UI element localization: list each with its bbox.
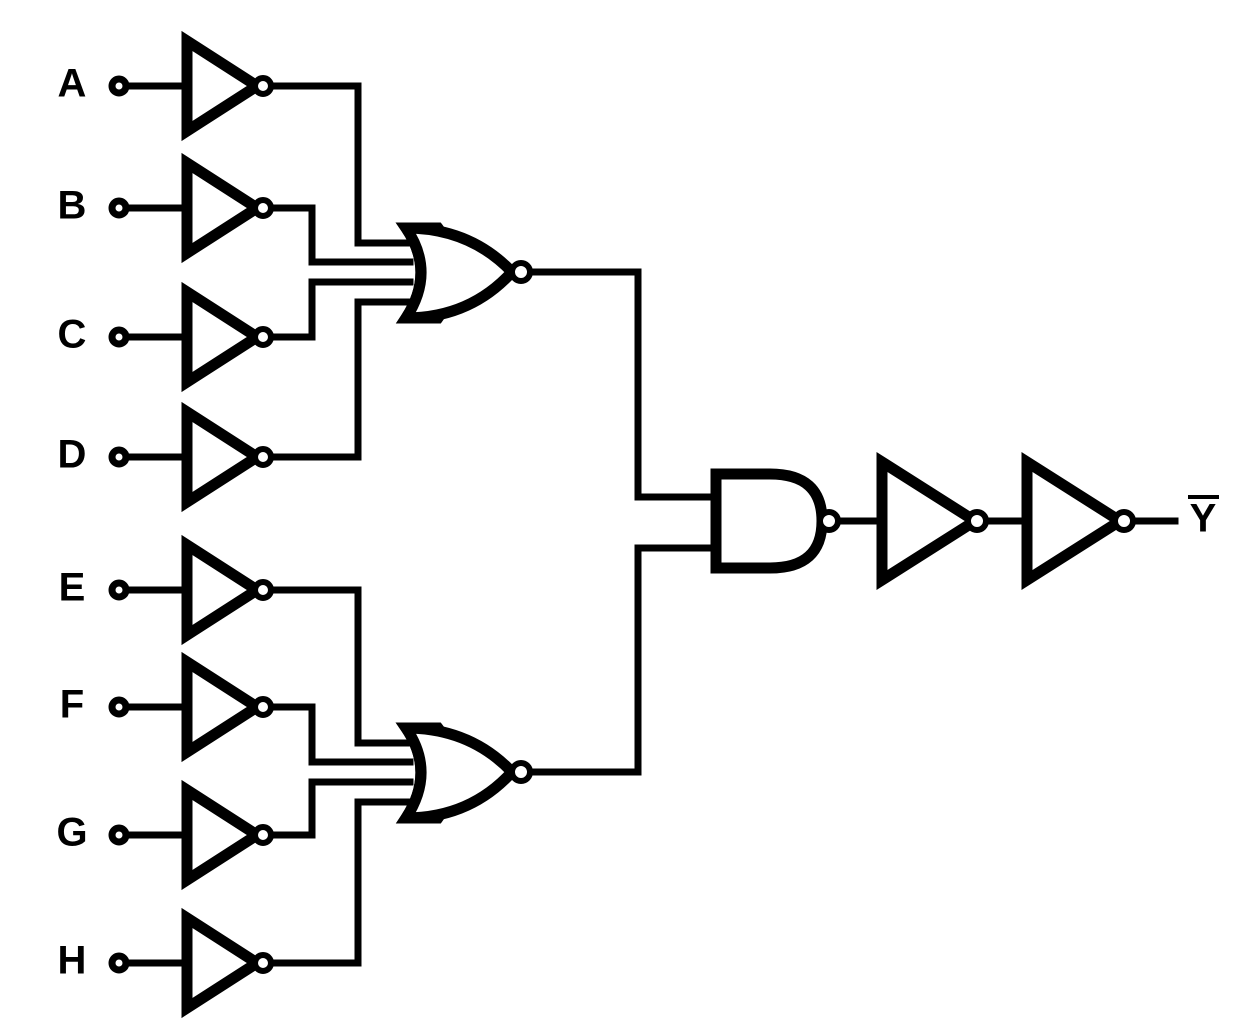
- inverter-f[interactable]: [181, 651, 274, 763]
- inverter-d[interactable]: [181, 401, 274, 513]
- pin-ring-g[interactable]: [108, 824, 130, 846]
- bottom-group-wires: [264, 586, 414, 967]
- nor-gate-bottom[interactable]: [395, 722, 533, 824]
- inverter-d-triangle: [181, 401, 268, 513]
- nand-gate-center[interactable]: [710, 468, 841, 574]
- wire-c-to-nor-top: [264, 278, 414, 341]
- pin-ring-f[interactable]: [108, 696, 130, 718]
- output-inverters: [876, 451, 1136, 591]
- inverter-a-triangle: [181, 30, 268, 142]
- wire-g-to-nor-bottom: [264, 778, 414, 839]
- inverter-g-triangle: [181, 779, 268, 891]
- top-group-wires: [264, 82, 414, 461]
- inverter-h-bubble-icon: [252, 952, 274, 974]
- nor-bottom-bubble-icon: [509, 760, 533, 784]
- inverter-out-1-bubble-icon: [965, 509, 989, 533]
- input-label-g: G: [56, 811, 87, 855]
- inverter-e[interactable]: [181, 534, 274, 646]
- inverter-a-bubble-icon: [252, 75, 274, 97]
- nand-center-bubble-icon: [817, 509, 841, 533]
- inverter-f-triangle: [181, 651, 268, 763]
- inverter-b[interactable]: [181, 152, 274, 264]
- input-inverters: [181, 30, 274, 1019]
- inverter-out-2-triangle: [1021, 451, 1131, 591]
- input-stub-wires: [122, 82, 191, 967]
- input-label-c: C: [58, 313, 87, 357]
- inverter-out-1-triangle: [876, 451, 986, 591]
- input-label-e: E: [59, 566, 86, 610]
- inverter-h[interactable]: [181, 907, 274, 1019]
- input-label-a: A: [58, 62, 87, 106]
- pin-ring-h[interactable]: [108, 952, 130, 974]
- nor-bottom-body: [395, 722, 520, 824]
- inverter-g[interactable]: [181, 779, 274, 891]
- nor-top-body: [395, 222, 520, 324]
- pin-ring-b[interactable]: [108, 197, 130, 219]
- inverter-c[interactable]: [181, 281, 274, 393]
- input-label-b: B: [58, 184, 87, 228]
- nor-to-nand-wires: [524, 268, 719, 776]
- wire-f-to-nor-bottom: [264, 703, 414, 766]
- nor-gate-top[interactable]: [395, 222, 533, 324]
- input-label-h: H: [58, 939, 87, 983]
- wire-d-to-nor-top: [264, 298, 414, 461]
- pin-ring-a[interactable]: [108, 75, 130, 97]
- input-pin-rings: [108, 75, 130, 974]
- output-label-group: Y: [1188, 495, 1219, 541]
- wire-nor-bottom-to-nand: [524, 544, 719, 776]
- inverter-out-1[interactable]: [876, 451, 989, 591]
- nand-center-body: [710, 468, 828, 574]
- inverter-c-triangle: [181, 281, 268, 393]
- output-label-y: Y: [1190, 497, 1217, 541]
- nor-gates: [395, 222, 533, 824]
- wire-a-to-nor-top: [264, 82, 414, 247]
- inverter-e-triangle: [181, 534, 268, 646]
- input-labels: A B C D E F G H: [56, 62, 87, 983]
- wire-nor-top-to-nand: [524, 268, 719, 501]
- wire-e-to-nor-bottom: [264, 586, 414, 747]
- inverter-b-bubble-icon: [252, 197, 274, 219]
- inverter-a[interactable]: [181, 30, 274, 142]
- input-label-d: D: [58, 433, 87, 477]
- wire-b-to-nor-top: [264, 204, 414, 266]
- pin-ring-d[interactable]: [108, 446, 130, 468]
- inverter-f-bubble-icon: [252, 696, 274, 718]
- input-label-f: F: [60, 683, 84, 727]
- inverter-h-triangle: [181, 907, 268, 1019]
- inverter-e-bubble-icon: [252, 579, 274, 601]
- inverter-out-2[interactable]: [1021, 451, 1136, 591]
- inverter-out-2-bubble-icon: [1112, 509, 1136, 533]
- pin-ring-e[interactable]: [108, 579, 130, 601]
- inverter-b-triangle: [181, 152, 268, 264]
- inverter-c-bubble-icon: [252, 326, 274, 348]
- inverter-g-bubble-icon: [252, 824, 274, 846]
- pin-ring-c[interactable]: [108, 326, 130, 348]
- inverter-d-bubble-icon: [252, 446, 274, 468]
- wire-h-to-nor-bottom: [264, 798, 414, 967]
- nor-top-bubble-icon: [509, 260, 533, 284]
